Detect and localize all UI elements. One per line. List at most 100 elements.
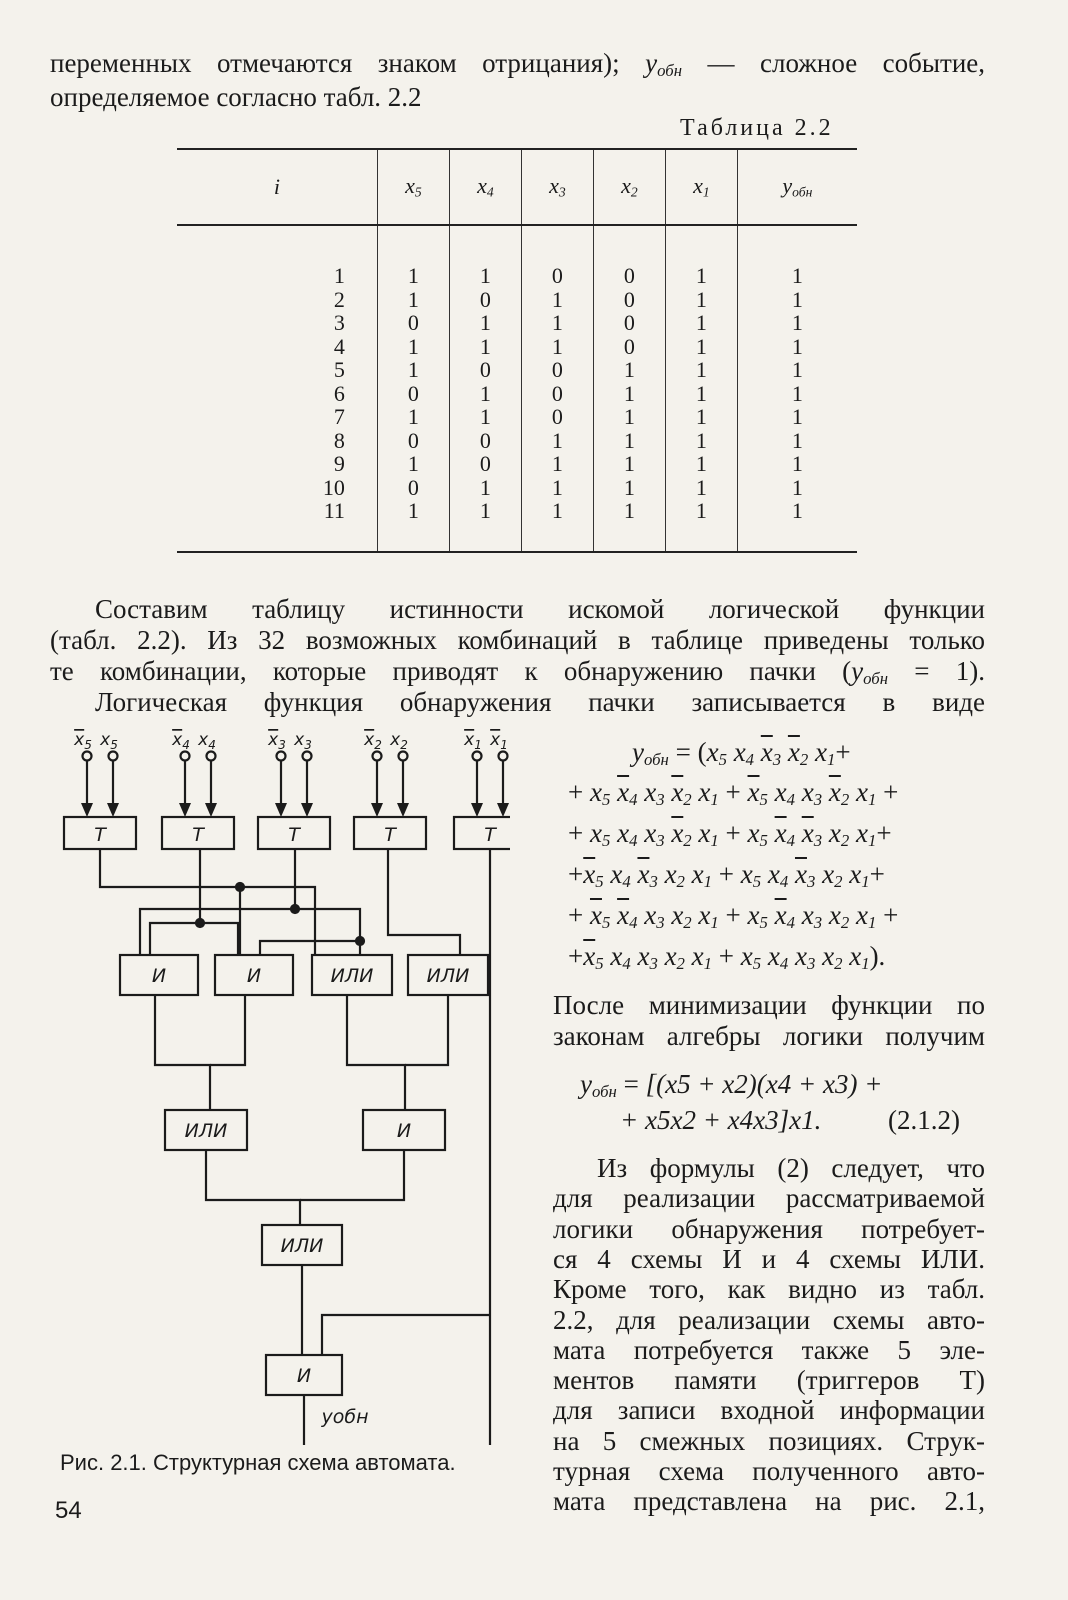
input-terminal — [471, 750, 483, 762]
table-cell: 0 — [448, 452, 522, 476]
input-terminal — [497, 750, 509, 762]
table-cell: 0 — [592, 287, 666, 311]
table-cell: 1 — [448, 475, 522, 499]
input-label: x1 — [463, 730, 482, 752]
label-or-4: ИЛИ — [281, 1235, 324, 1257]
table-cell: 9 — [333, 451, 345, 476]
gate-and-2 — [213, 953, 295, 997]
table-cell: 0 — [376, 311, 450, 335]
input-label: x5 — [99, 730, 118, 752]
table-cell: 1 — [333, 263, 345, 288]
junction-3 — [289, 903, 301, 915]
min-expr-2: + x5x2 + x4x3]x1. — [620, 1105, 822, 1135]
table-header-cell: x5 — [376, 148, 450, 226]
wire-l2-1 — [153, 995, 212, 1110]
output-label: yобн — [320, 1406, 368, 1428]
figure-caption: Рис. 2.1. Структурная схема автомата. — [60, 1450, 456, 1475]
table-cell: 1 — [736, 287, 857, 311]
table-cell: 1 — [664, 358, 738, 382]
formula-line-1: yобн = (x5 x4 x3 x2 x1+ — [632, 737, 851, 770]
para3-line: ментов памяти (триггеров Т) — [553, 1365, 985, 1396]
table-cell: 1 — [736, 381, 857, 405]
table-cell: 1 — [448, 499, 522, 553]
trigger-label: T — [384, 824, 397, 846]
label-and-2: И — [247, 965, 261, 987]
table-cell: 7 — [333, 404, 345, 429]
junction-1 — [234, 881, 246, 893]
table-cell: 1 — [376, 287, 450, 311]
trigger-label: T — [484, 824, 497, 846]
table-cell: 1 — [736, 405, 857, 429]
input-label: x4 — [171, 730, 190, 752]
table-caption: Таблица 2.2 — [680, 115, 834, 141]
table-cell: 1 — [520, 428, 594, 452]
label-and-3: И — [397, 1120, 411, 1142]
table-header-cell: x3 — [520, 148, 594, 226]
input-terminal — [301, 750, 313, 762]
wire-l3-2 — [300, 1150, 406, 1202]
table-cell: 1 — [664, 287, 738, 311]
input-label: x2 — [389, 730, 408, 752]
input-terminal — [397, 750, 409, 762]
input-terminal — [275, 750, 287, 762]
table-cell: 0 — [448, 287, 522, 311]
para2-line-2: законам алгебры логики получим — [553, 1021, 985, 1051]
table-cell: 1 — [376, 452, 450, 476]
wire-a — [148, 921, 200, 955]
minimized-line-2: + x5x2 + x4x3]x1. — [620, 1104, 821, 1136]
arrow-down-icon — [371, 803, 383, 817]
table-cell: 1 — [664, 225, 738, 288]
input-label: x5 — [73, 730, 92, 752]
table-cell: 1 — [592, 475, 666, 499]
para1-line-2: (табл. 2.2). Из 32 возможных комбинаций … — [50, 625, 985, 655]
para3-line: ся 4 схемы И и 4 схемы ИЛИ. — [553, 1243, 985, 1274]
wire-x1-final — [320, 1313, 490, 1355]
formula-line-2: + x5 x4 x3 x2 x1 + x5 x4 x3 x2 x1 + — [568, 777, 899, 810]
table-cell: 0 — [592, 225, 666, 288]
intro-text-a: переменных отмечаются знаком отрицания); — [50, 48, 620, 78]
table-cell: 6 — [333, 380, 345, 406]
formula-line-4: +x5 x4 x3 x2 x1 + x5 x4 x3 x2 x1+ — [568, 859, 885, 892]
table-cell: 1 — [448, 405, 522, 429]
gate-and-1 — [118, 953, 200, 997]
table-cell: 1 — [664, 475, 738, 499]
input-label: x3 — [293, 730, 312, 752]
wire-l2-2 — [210, 995, 247, 1067]
table-cell: 0 — [376, 381, 450, 405]
para3-line: турная схема полученного авто- — [553, 1456, 985, 1486]
table-cell: 10 — [322, 474, 345, 500]
input-terminal — [107, 750, 119, 762]
label-or-3: ИЛИ — [185, 1120, 228, 1142]
label-or-2: ИЛИ — [427, 965, 470, 987]
table-cell: 1 — [520, 452, 594, 476]
table-cell: 1 — [736, 334, 857, 358]
trigger-box — [452, 815, 510, 851]
formula-line-5: + x5 x4 x3 x2 x1 + x5 x4 x3 x2 x1 + — [568, 900, 899, 933]
table-cell: 0 — [448, 358, 522, 382]
table-cell: 1 — [376, 225, 450, 288]
table-cell: 1 — [736, 499, 857, 553]
wire-l3-1 — [204, 1150, 302, 1225]
table-cell: 1 — [664, 334, 738, 358]
intro-text-b: — сложное событие, — [707, 48, 986, 78]
table-cell: 1 — [376, 358, 450, 382]
para3-line: мата представлена на рис. 2.1, — [553, 1486, 985, 1517]
input-terminal — [371, 750, 383, 762]
table-cell: 0 — [520, 381, 594, 405]
table-cell: 1 — [592, 405, 666, 429]
para3-line: 2.2, для реализации схемы авто- — [553, 1304, 985, 1335]
table-cell: 1 — [736, 358, 857, 382]
formula-open: = ( — [675, 737, 707, 767]
intro-line-1: переменных отмечаются знаком отрицания);… — [50, 48, 985, 86]
para3-line: логики обнаружения потребует- — [553, 1213, 985, 1244]
table-cell: 3 — [333, 310, 345, 335]
para3-line: Кроме того, как видно из табл. — [553, 1274, 985, 1305]
formula-line-6: +x5 x4 x3 x2 x1 + x5 x4 x3 x2 x1). — [568, 941, 886, 974]
